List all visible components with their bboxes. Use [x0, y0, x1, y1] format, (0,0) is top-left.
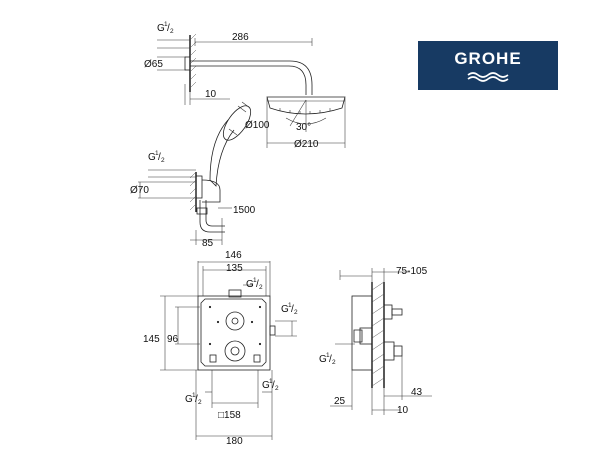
- hand-shower-set: G 1 / 2 Ø70 Ø100 1500 85: [130, 101, 270, 249]
- thread-frac-den-3: 2: [259, 284, 263, 291]
- grohe-logo: GROHE: [418, 41, 558, 90]
- dim-holder-depth: 85: [202, 238, 214, 249]
- thread-frac-den-5: 2: [198, 399, 202, 406]
- dim-install-depth: 75-105: [396, 266, 428, 277]
- dim-flange-dia: Ø65: [144, 59, 163, 70]
- dim-box-hole-spacing: 96: [167, 334, 179, 345]
- dim-box-width-outer: 146: [225, 250, 242, 261]
- dim-arm-length: 286: [232, 32, 249, 43]
- dim-side-25: 25: [334, 396, 346, 407]
- thread-frac-num-5: 1: [192, 392, 196, 399]
- thread-label-2: G: [148, 152, 156, 163]
- logo-wordmark: GROHE: [454, 49, 522, 68]
- dim-box-width-inner: 135: [226, 263, 243, 274]
- thread-label-6: G: [262, 380, 270, 391]
- dim-arm-offset: 10: [205, 89, 217, 100]
- thread-label-1: G: [157, 23, 165, 34]
- thread-frac-num-4: 1: [288, 302, 292, 309]
- dim-plate-158: □158: [218, 410, 241, 421]
- thread-label-5: G: [185, 394, 193, 405]
- thread-slash-2: /: [158, 152, 161, 163]
- dim-side-43: 43: [411, 387, 423, 398]
- thread-slash-7: /: [329, 354, 332, 365]
- dim-side-10: 10: [397, 405, 409, 416]
- dim-hand-shower-dia: Ø100: [245, 120, 270, 131]
- thread-frac-num-1: 1: [164, 21, 168, 28]
- thread-frac-num-6: 1: [269, 378, 273, 385]
- concealed-box-side-view: 75-105 43 25 10 G 1 / 2: [319, 266, 432, 416]
- thread-slash-5: /: [195, 394, 198, 405]
- thread-slash-3: /: [256, 279, 259, 290]
- thread-frac-num-7: 1: [326, 352, 330, 359]
- thread-frac-den-6: 2: [275, 385, 279, 392]
- thread-frac-den-4: 2: [294, 309, 298, 316]
- dim-holder-dia: Ø70: [130, 185, 149, 196]
- thread-frac-den-2: 2: [161, 157, 165, 164]
- dim-box-height: 145: [143, 334, 160, 345]
- dim-head-dia: Ø210: [294, 139, 319, 150]
- logo-wave-icon: [467, 72, 509, 82]
- thread-label-4: G: [281, 304, 289, 315]
- thread-label-3: G: [246, 279, 254, 290]
- wall-mount-head: G 1 / 2 286 Ø65 10 30° Ø210: [144, 21, 346, 150]
- dim-hose-length: 1500: [233, 205, 256, 216]
- thread-frac-den-7: 2: [332, 359, 336, 366]
- thread-slash-4: /: [291, 304, 294, 315]
- thread-frac-den-1: 2: [170, 28, 174, 35]
- thread-slash-1: /: [167, 23, 170, 34]
- thread-frac-num-2: 1: [155, 150, 159, 157]
- dim-plate-180: 180: [226, 436, 243, 447]
- concealed-box-front-view: 146 135 145 96 □158 180 G 1 / 2 G 1 / 2 …: [143, 250, 298, 447]
- thread-slash-6: /: [272, 380, 275, 391]
- thread-frac-num-3: 1: [253, 277, 257, 284]
- thread-label-7: G: [319, 354, 327, 365]
- dim-tilt-angle: 30°: [296, 122, 311, 133]
